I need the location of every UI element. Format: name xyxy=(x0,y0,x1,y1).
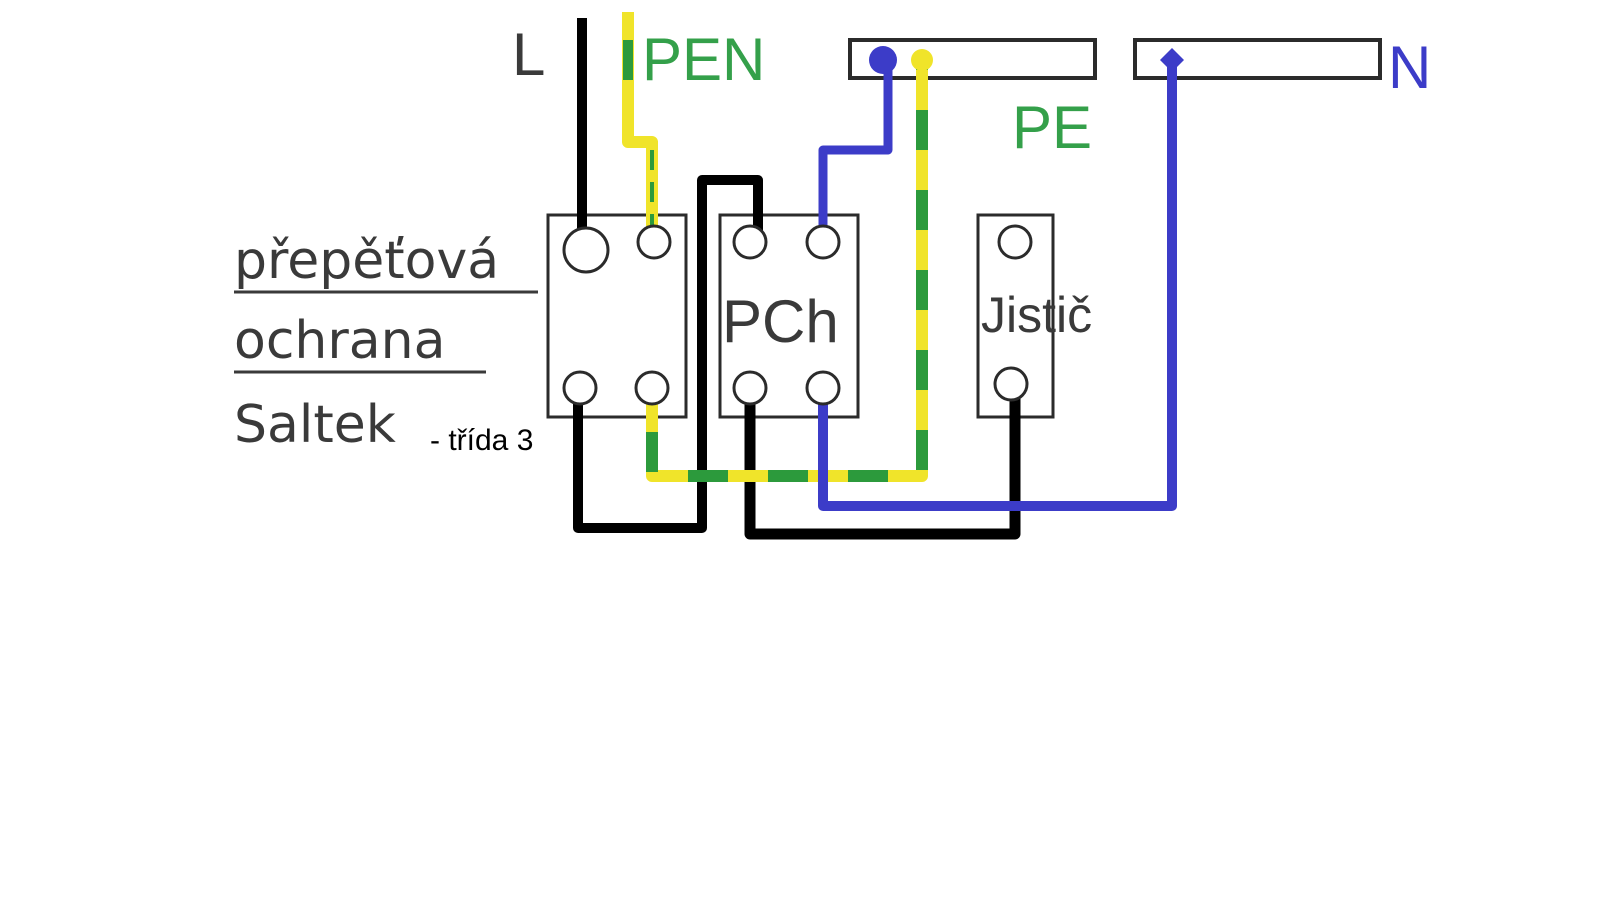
surge-protector-box xyxy=(546,213,688,419)
pch-terminal-bottom-right xyxy=(805,370,841,406)
pe-bar-blue-dot xyxy=(869,46,897,74)
wire-spd-to-pch xyxy=(573,175,763,533)
label-pen: PEN xyxy=(642,26,765,93)
pe-bar-yellow-dot xyxy=(911,49,933,71)
label-breaker: Jistič xyxy=(981,287,1092,343)
label-l: L xyxy=(512,21,545,88)
spd-terminal-bottom-right xyxy=(634,370,670,406)
breaker-terminal-bottom xyxy=(993,366,1029,402)
label-n: N xyxy=(1388,34,1431,101)
label-spd-class: - třída 3 xyxy=(430,424,533,457)
label-spd-line1: přepěťová xyxy=(234,231,499,291)
wire-n-bottom xyxy=(818,62,1177,511)
pch-terminal-bottom-left xyxy=(732,370,768,406)
pch-box xyxy=(718,213,860,419)
n-bar-connector xyxy=(1160,48,1184,72)
breaker-terminal-top xyxy=(997,224,1033,260)
label-spd-line3: Saltek xyxy=(234,395,396,455)
spd-terminal-bottom-left xyxy=(562,370,598,406)
spd-terminal-top-left xyxy=(562,226,610,274)
pch-terminal-top-right xyxy=(805,224,841,260)
label-pe: PE xyxy=(1012,94,1092,161)
pch-terminal-top-left xyxy=(732,224,768,260)
wire-pch-to-breaker xyxy=(744,392,1021,540)
spd-terminal-top-right xyxy=(636,224,672,260)
label-pch: PCh xyxy=(722,288,839,355)
wire-n-top xyxy=(818,62,893,236)
wire-pe-yellow xyxy=(646,62,928,482)
label-spd-line2: ochrana xyxy=(234,311,445,371)
wires xyxy=(573,12,1177,540)
wire-pe-green xyxy=(646,62,928,482)
